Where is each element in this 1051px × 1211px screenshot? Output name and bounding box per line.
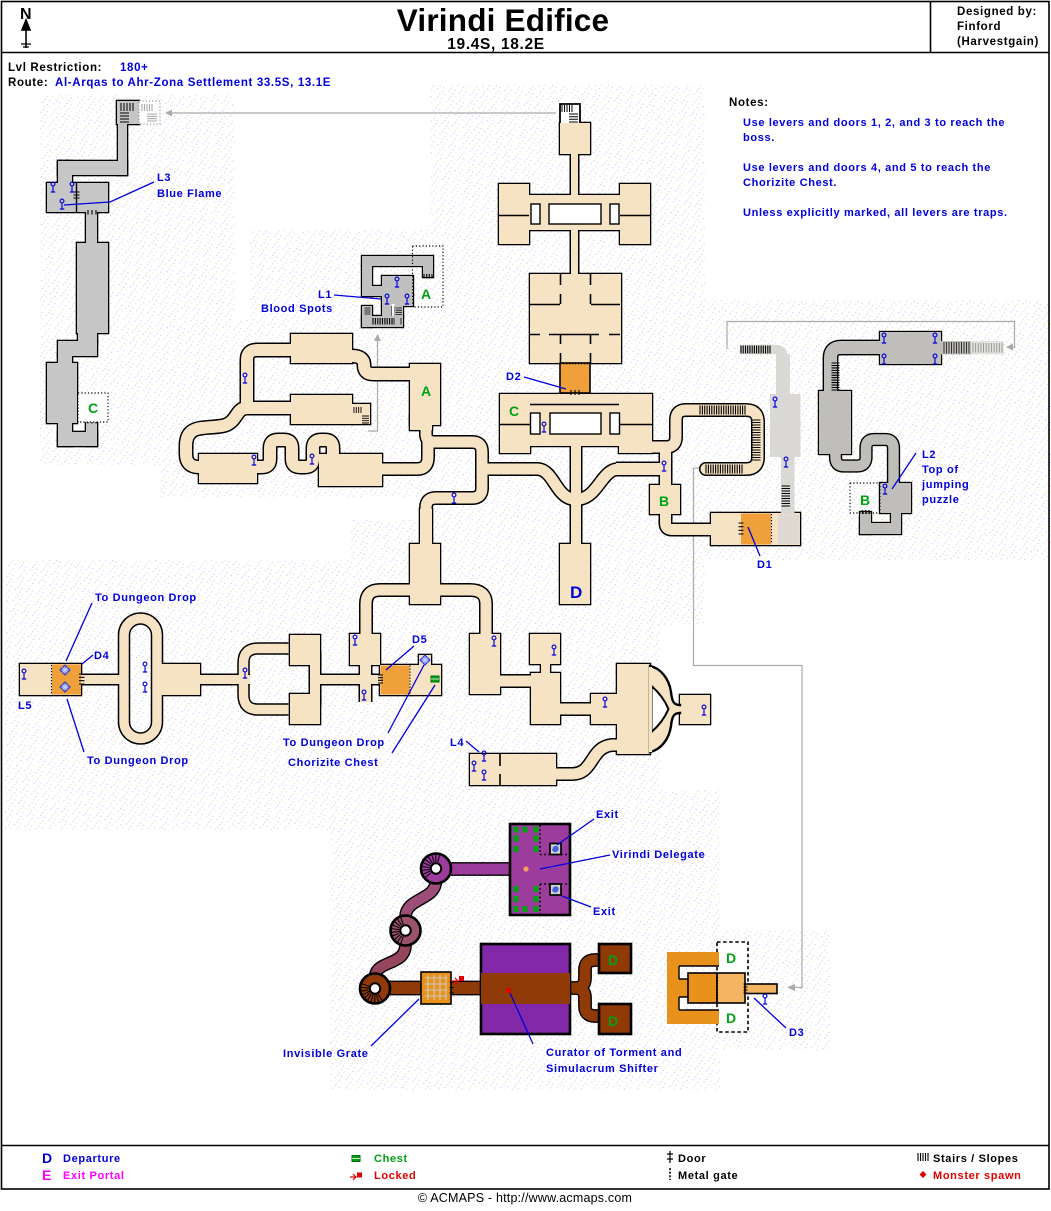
svg-text:Designed by:: Designed by:	[957, 6, 1037, 18]
svg-text:Curator of Torment and: Curator of Torment and	[546, 1047, 682, 1059]
svg-text:180+: 180+	[120, 62, 149, 74]
svg-text:L3: L3	[157, 172, 171, 184]
svg-text:To Dungeon Drop: To Dungeon Drop	[283, 737, 385, 749]
svg-text:D5: D5	[412, 634, 427, 646]
svg-text:Use levers and doors 1, 2, and: Use levers and doors 1, 2, and 3 to reac…	[743, 117, 1005, 129]
svg-text:D3: D3	[789, 1027, 804, 1039]
svg-text:B: B	[659, 493, 670, 509]
svg-text:Exit: Exit	[596, 809, 619, 821]
svg-text:Virindi Edifice: Virindi Edifice	[397, 2, 609, 38]
svg-text:Blood Spots: Blood Spots	[261, 303, 333, 315]
svg-text:Exit: Exit	[593, 906, 616, 918]
svg-text:N: N	[20, 6, 32, 23]
svg-text:B: B	[860, 492, 871, 508]
svg-text:Invisible Grate: Invisible Grate	[283, 1048, 369, 1060]
svg-text:Metal gate: Metal gate	[678, 1170, 738, 1182]
svg-text:L2: L2	[922, 449, 936, 461]
svg-text:A: A	[421, 286, 432, 302]
svg-text:Chorizite Chest.: Chorizite Chest.	[743, 177, 837, 189]
svg-text:Exit Portal: Exit Portal	[63, 1170, 125, 1182]
svg-text:Lvl Restriction:: Lvl Restriction:	[8, 62, 102, 74]
svg-text:Chest: Chest	[374, 1153, 408, 1165]
svg-text:D: D	[726, 950, 737, 966]
svg-text:D4: D4	[94, 650, 110, 662]
svg-text:D: D	[608, 952, 619, 968]
svg-text:Notes:: Notes:	[729, 97, 769, 109]
svg-text:Monster spawn: Monster spawn	[933, 1170, 1022, 1182]
svg-text:D: D	[42, 1150, 53, 1166]
svg-text:Route:: Route:	[8, 77, 48, 89]
svg-text:Blue Flame: Blue Flame	[157, 188, 222, 200]
svg-text:L5: L5	[18, 700, 32, 712]
svg-text:Simulacrum Shifter: Simulacrum Shifter	[546, 1063, 659, 1075]
svg-text:Use levers and doors 4, and 5: Use levers and doors 4, and 5 to reach t…	[743, 162, 991, 174]
svg-text:Stairs / Slopes: Stairs / Slopes	[933, 1153, 1019, 1165]
svg-text:puzzle: puzzle	[922, 494, 960, 506]
svg-text:Door: Door	[678, 1153, 706, 1165]
svg-text:Al-Arqas to Ahr-Zona Settlemen: Al-Arqas to Ahr-Zona Settlement 33.5S, 1…	[55, 77, 331, 89]
svg-text:L4: L4	[450, 737, 464, 749]
svg-text:Departure: Departure	[63, 1153, 121, 1165]
svg-text:C: C	[88, 400, 99, 416]
svg-text:Virindi Delegate: Virindi Delegate	[612, 849, 705, 861]
svg-text:C: C	[509, 403, 520, 419]
svg-text:D1: D1	[757, 559, 772, 571]
svg-text:Unless explicitly marked, all: Unless explicitly marked, all levers are…	[743, 207, 1008, 219]
svg-text:© ACMAPS - http://www.acmaps.c: © ACMAPS - http://www.acmaps.com	[418, 1191, 632, 1205]
svg-text:D: D	[608, 1013, 619, 1029]
svg-text:A: A	[421, 383, 432, 399]
svg-text:19.4S, 18.2E: 19.4S, 18.2E	[447, 36, 544, 53]
svg-text:D2: D2	[506, 371, 521, 383]
svg-text:D: D	[570, 583, 583, 602]
svg-text:To Dungeon Drop: To Dungeon Drop	[95, 592, 197, 604]
svg-text:jumping: jumping	[921, 479, 969, 491]
svg-text:boss.: boss.	[743, 132, 775, 144]
svg-text:Finford: Finford	[957, 21, 1001, 33]
svg-text:(Harvestgain): (Harvestgain)	[957, 36, 1039, 48]
svg-text:L1: L1	[318, 289, 332, 301]
svg-text:Chorizite Chest: Chorizite Chest	[288, 757, 378, 769]
svg-text:Top of: Top of	[922, 464, 959, 476]
svg-text:E: E	[42, 1167, 52, 1183]
svg-text:Locked: Locked	[374, 1170, 416, 1182]
svg-text:D: D	[726, 1010, 737, 1026]
svg-text:To Dungeon Drop: To Dungeon Drop	[87, 755, 189, 767]
